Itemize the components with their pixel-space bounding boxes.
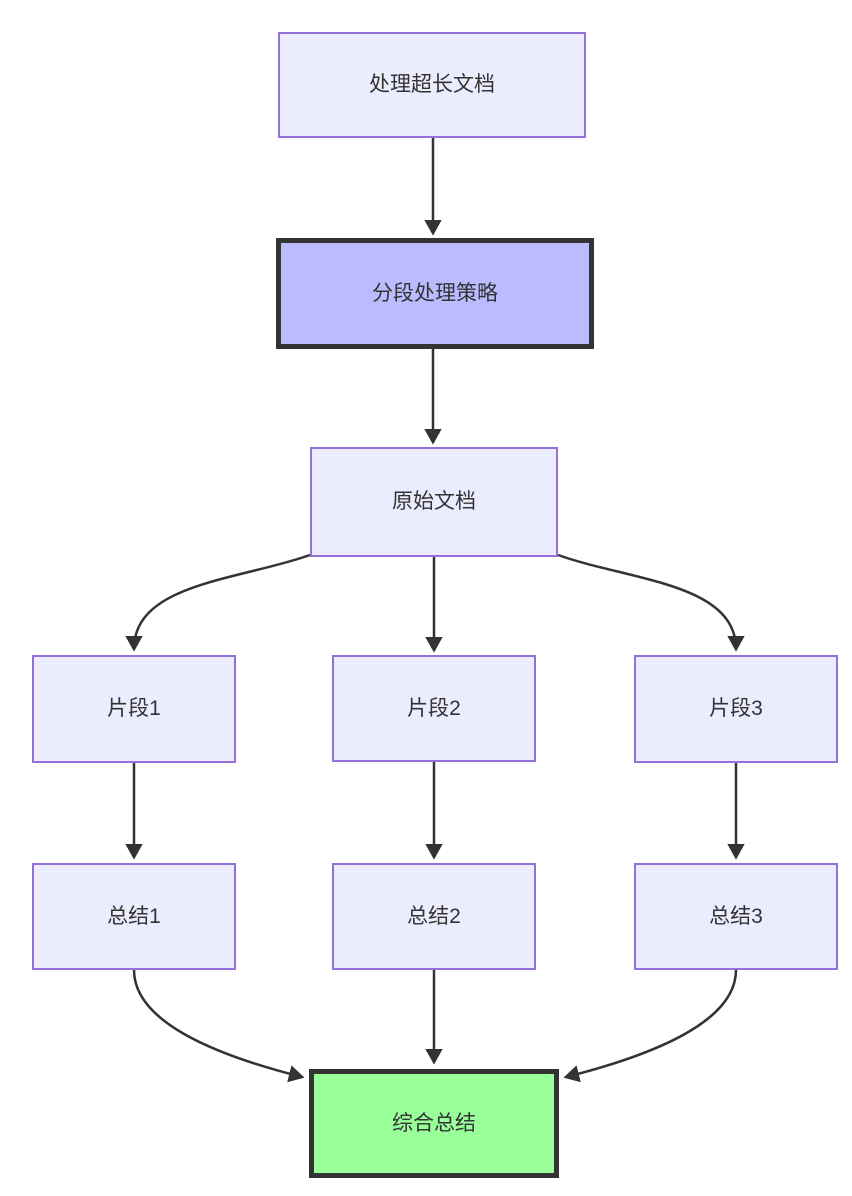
node-summary-2: 总结2	[332, 863, 536, 970]
node-label: 总结3	[709, 904, 763, 928]
node-label: 分段处理策略	[372, 281, 498, 305]
node-label: 总结2	[407, 904, 461, 928]
edge-source-chunk3	[557, 553, 745, 652]
node-original-document: 原始文档	[310, 447, 558, 557]
node-process-long-document: 处理超长文档	[278, 32, 586, 138]
node-label: 原始文档	[392, 490, 476, 514]
node-label: 综合总结	[392, 1111, 476, 1135]
node-label: 片段2	[407, 696, 461, 720]
edge-summary3-final	[563, 969, 738, 1083]
node-label: 处理超长文档	[369, 73, 495, 97]
edge-source-chunk1	[125, 553, 311, 652]
node-fragment-3: 片段3	[634, 655, 838, 763]
node-fragment-1: 片段1	[32, 655, 236, 763]
node-summary-3: 总结3	[634, 863, 838, 970]
node-segmentation-strategy: 分段处理策略	[276, 238, 594, 349]
node-final-summary: 综合总结	[309, 1069, 559, 1178]
node-label: 片段3	[709, 697, 763, 721]
node-label: 片段1	[107, 697, 161, 721]
node-fragment-2: 片段2	[332, 655, 536, 762]
node-summary-1: 总结1	[32, 863, 236, 970]
node-label: 总结1	[107, 904, 161, 928]
edge-summary1-final	[132, 969, 305, 1083]
